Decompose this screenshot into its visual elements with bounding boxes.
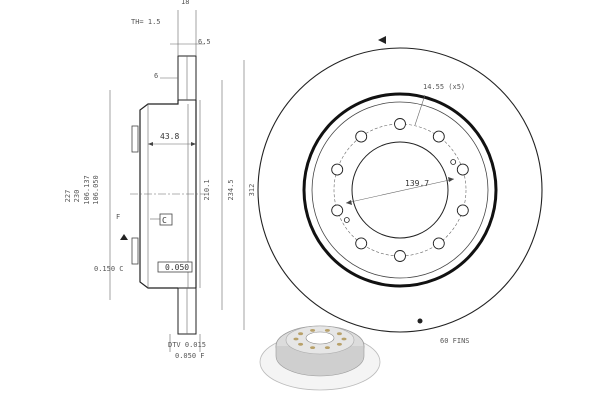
front-view	[257, 36, 543, 333]
bolt-hole	[432, 130, 445, 143]
pcd-label: 139.7	[405, 179, 429, 188]
bolt-hole	[432, 237, 445, 250]
tol-bottom-1: DTV 0.015	[168, 341, 206, 349]
dim-6: 6	[154, 72, 158, 80]
bolt-hole	[456, 163, 469, 176]
bolt-hole	[394, 250, 406, 262]
dim-106-050: 106.050	[92, 175, 100, 205]
thumb-hole	[336, 342, 342, 346]
bolt-hole	[355, 130, 368, 143]
pilot-hole	[450, 159, 457, 165]
bolt-holes	[331, 118, 469, 262]
tolerance-frame	[157, 261, 193, 273]
bolt-hole	[456, 204, 469, 217]
thumb-hole	[324, 329, 330, 332]
thumb-hole	[324, 346, 330, 349]
tol-left: 0.150 C	[94, 265, 124, 273]
dim-6-5: 6.5	[198, 38, 211, 46]
thumb-hole	[310, 329, 316, 332]
hat-outer-edge	[311, 101, 489, 279]
dim-106-137: 106.137	[83, 175, 91, 205]
thumb-hole	[293, 337, 299, 341]
thumb-hole	[310, 346, 316, 349]
dim-thickness-min: TH= 1.5	[131, 18, 161, 26]
dim-210-1: 210.1	[203, 179, 211, 200]
disc-outer-edge	[257, 47, 543, 333]
thumb-hole	[298, 332, 304, 336]
pilot-hole	[343, 217, 350, 223]
thumb-hole	[341, 337, 347, 341]
fins-label: 60 FINS	[440, 337, 470, 345]
datum-c-label: C	[162, 216, 167, 225]
bolt-hole	[394, 118, 406, 130]
dim-top: 18	[181, 0, 189, 6]
dim-230: 230	[73, 190, 81, 203]
dim-234-5: 234.5	[227, 179, 235, 200]
friction-inner-edge	[302, 92, 498, 288]
datum-c-frame	[159, 213, 173, 226]
bolt-hole	[331, 204, 344, 217]
dim-227: 227	[64, 190, 72, 203]
bolt-hole	[331, 163, 344, 176]
hole-spec: 14.55 (x5)	[423, 83, 465, 91]
tol-box-value: 0.050	[165, 263, 189, 272]
dim-312: 312	[248, 184, 256, 197]
thumb-hole	[336, 332, 342, 336]
center-bore	[351, 141, 449, 239]
datum-f-label: F	[116, 213, 120, 221]
tol-bottom-2: 0.050 F	[175, 352, 205, 360]
bolt-hole	[355, 237, 368, 250]
dim-43-8: 43.8	[160, 132, 179, 141]
section-view	[109, 10, 245, 352]
thumb-hole	[298, 342, 304, 346]
disc-3d-thumbnail	[259, 325, 381, 391]
